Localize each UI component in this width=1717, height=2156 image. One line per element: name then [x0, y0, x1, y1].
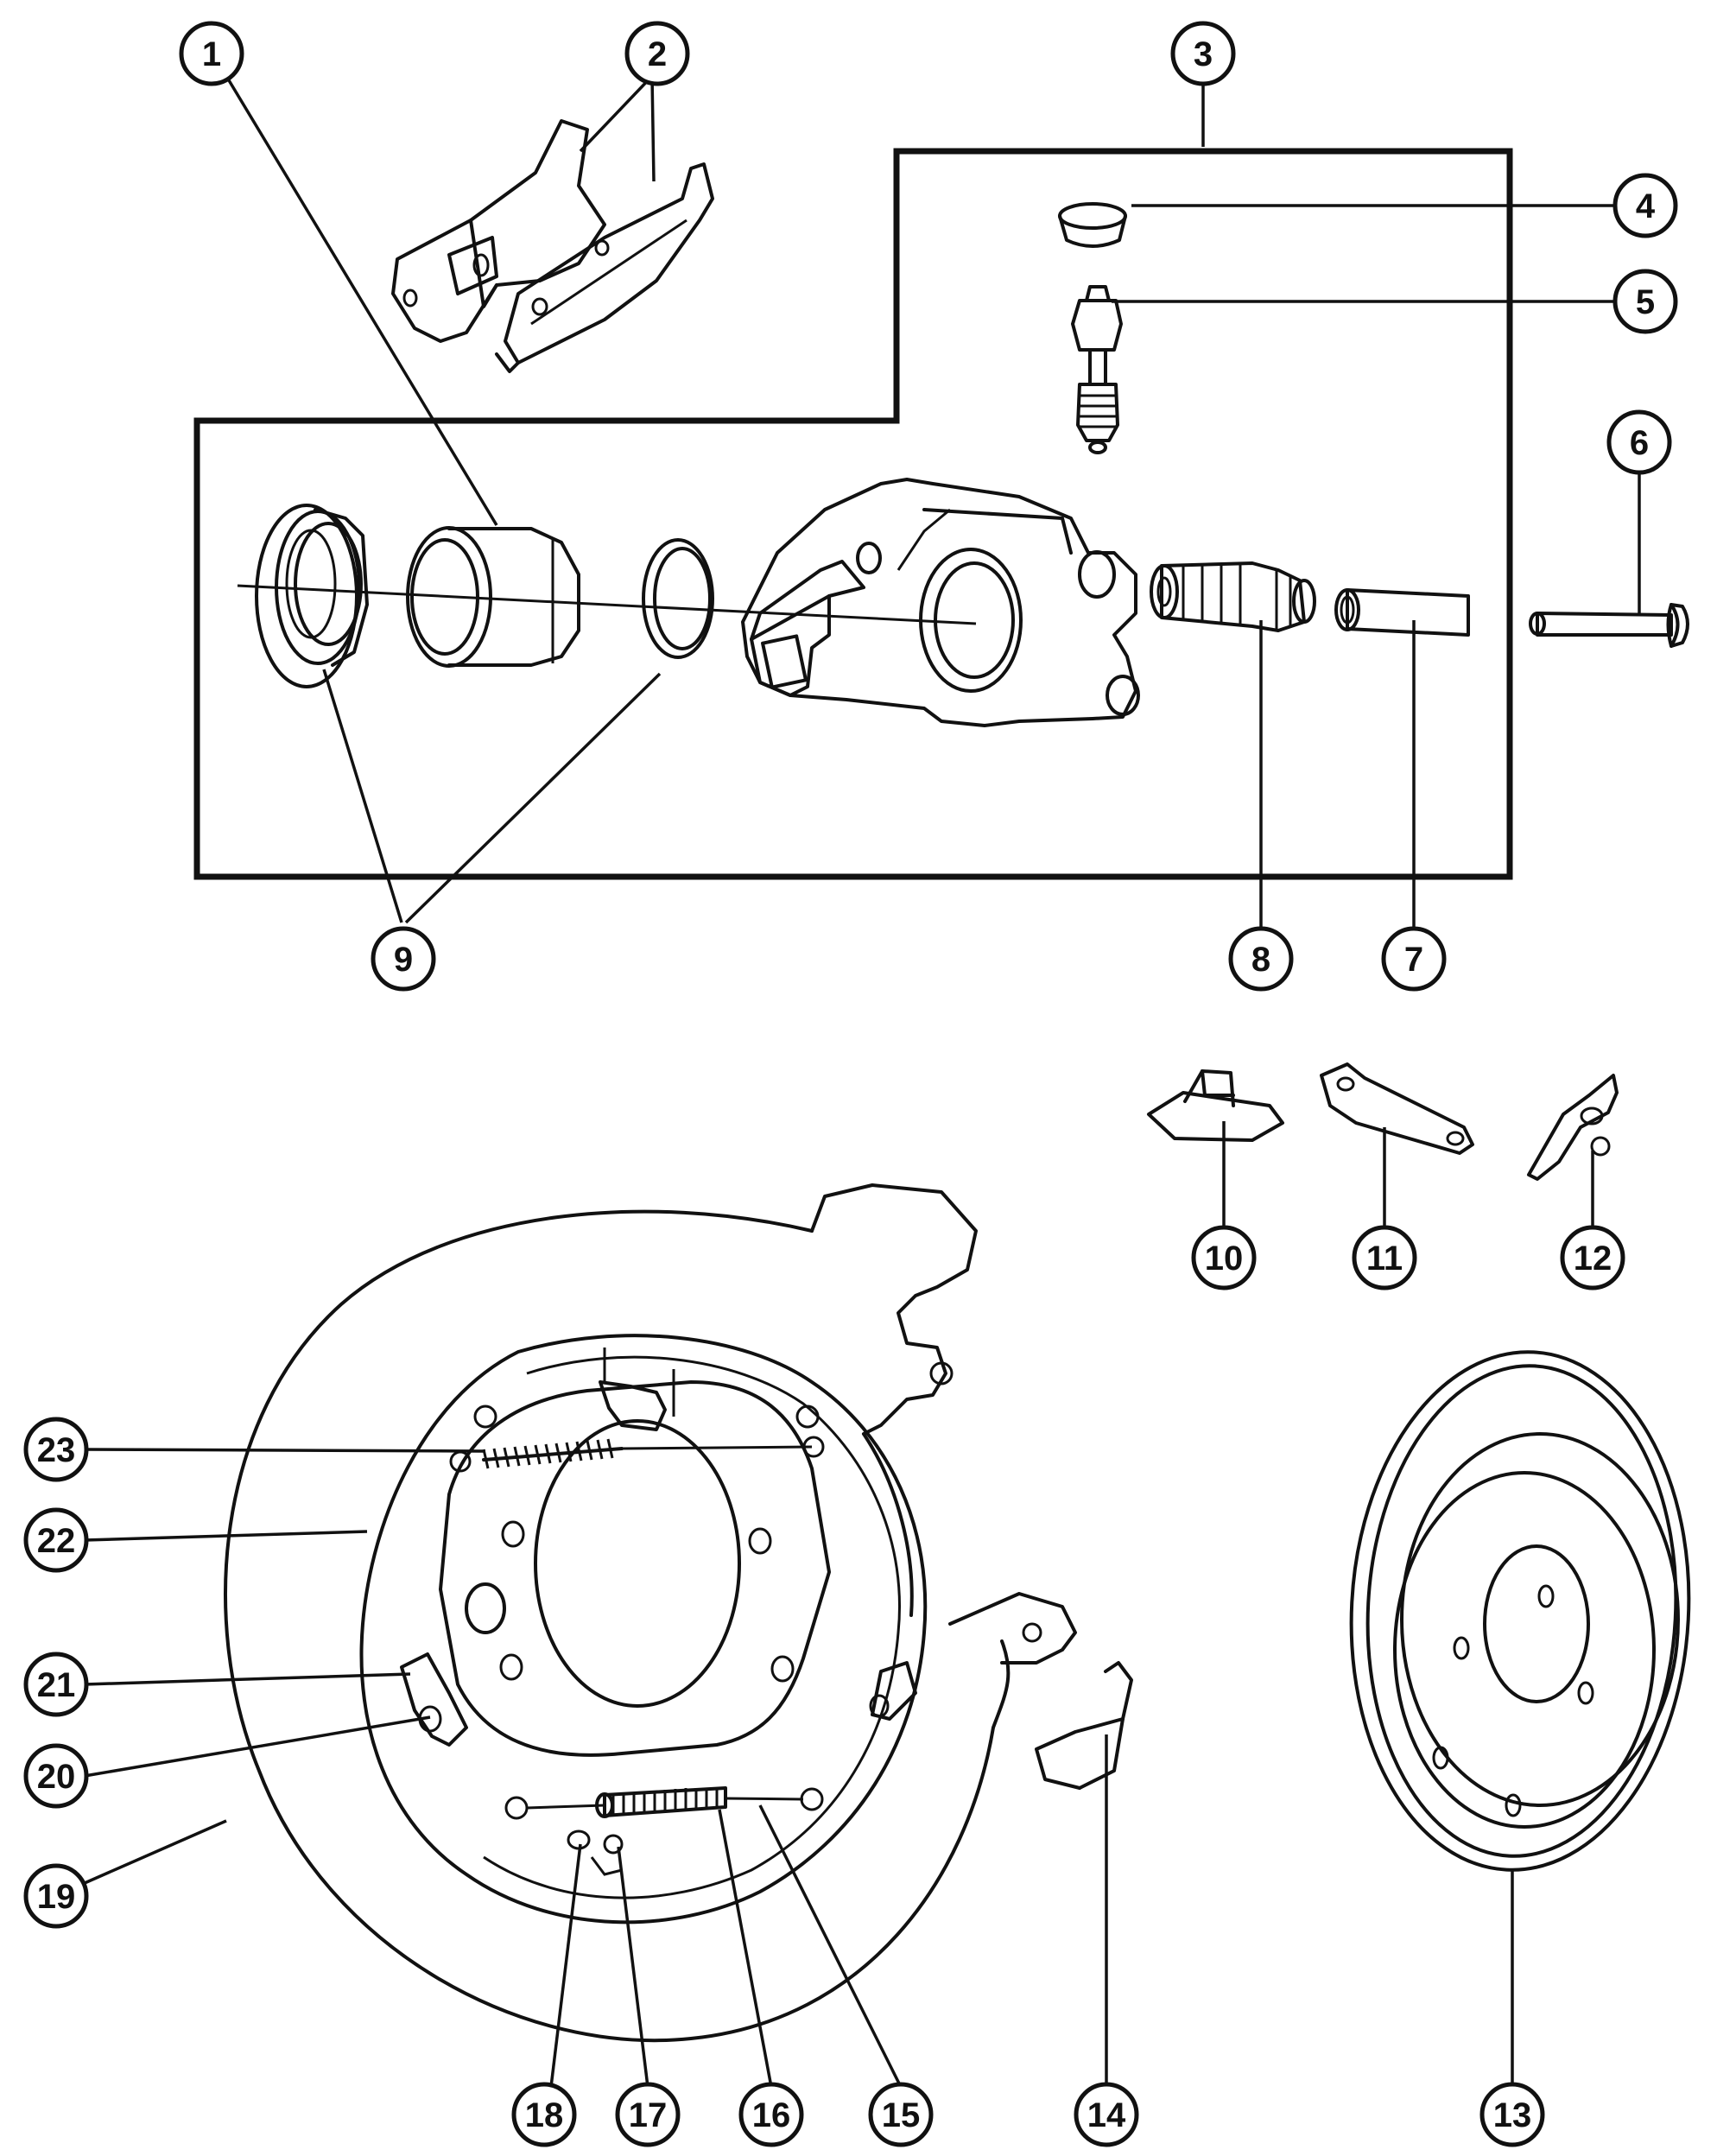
brake-rotor: [1349, 1350, 1691, 1872]
callout-label: 15: [882, 2096, 921, 2134]
callout-label: 14: [1087, 2096, 1126, 2134]
adjuster-clip: [1147, 1069, 1284, 1142]
callout-8: 8: [1228, 926, 1294, 992]
callout-20: 20: [23, 1743, 89, 1809]
callout-9: 9: [371, 926, 436, 992]
callout-label: 4: [1636, 187, 1656, 225]
callout-label: 19: [37, 1878, 76, 1916]
brake-pads: [391, 119, 714, 373]
bleeder-cap: [1058, 202, 1127, 248]
guide-boot: [1150, 561, 1316, 632]
callout-label: 16: [752, 2096, 791, 2134]
callout-7: 7: [1381, 926, 1447, 992]
callout-label: 10: [1205, 1240, 1244, 1278]
callout-22: 22: [23, 1507, 89, 1573]
callout-19: 19: [23, 1863, 89, 1929]
caliper-housing: [741, 478, 1140, 727]
backing-plate-assembly: [224, 1183, 1133, 2043]
guide-sleeve: [1334, 588, 1470, 637]
callout-18: 18: [511, 2082, 577, 2147]
adjuster-pawl: [1527, 1074, 1619, 1181]
callout-17: 17: [615, 2082, 681, 2147]
bleeder-screw: [1071, 285, 1123, 454]
callout-label: 7: [1404, 941, 1423, 979]
dust-boot: [255, 504, 369, 688]
callout-12: 12: [1560, 1225, 1625, 1290]
callout-label: 8: [1251, 941, 1270, 979]
callout-6: 6: [1606, 409, 1672, 475]
callout-23: 23: [23, 1417, 89, 1482]
callout-13: 13: [1479, 2082, 1545, 2147]
callout-11: 11: [1352, 1225, 1417, 1290]
callout-label: 17: [629, 2096, 668, 2134]
callout-15: 15: [868, 2082, 934, 2147]
callout-label: 22: [37, 1522, 76, 1560]
callout-label: 11: [1366, 1240, 1403, 1278]
callout-label: 6: [1630, 424, 1649, 462]
callout-label: 9: [394, 941, 413, 979]
callout-label: 18: [525, 2096, 564, 2134]
callout-14: 14: [1074, 2082, 1139, 2147]
callout-label: 13: [1493, 2096, 1532, 2134]
callout-3: 3: [1170, 21, 1236, 86]
callout-label: 20: [37, 1758, 76, 1796]
callout-label: 21: [37, 1666, 76, 1704]
callout-5: 5: [1612, 269, 1678, 334]
callout-label: 1: [202, 35, 221, 73]
callout-10: 10: [1191, 1225, 1257, 1290]
leader-lines: [84, 74, 1641, 2088]
piston-seal: [642, 538, 714, 659]
caliper-kit-box: [193, 148, 1513, 880]
callout-label: 2: [648, 35, 667, 73]
callout-1: 1: [179, 21, 244, 86]
callout-4: 4: [1612, 173, 1678, 238]
callout-label: 3: [1194, 35, 1213, 73]
callout-label: 12: [1574, 1240, 1612, 1278]
callout-21: 21: [23, 1652, 89, 1717]
guide-bolt: [1529, 603, 1689, 648]
callout-label: 5: [1636, 283, 1655, 321]
callout-16: 16: [738, 2082, 804, 2147]
assembly-axis-line: [237, 584, 977, 625]
callout-2: 2: [624, 21, 690, 86]
adjuster-lever: [1320, 1062, 1474, 1155]
callout-label: 23: [37, 1431, 76, 1469]
